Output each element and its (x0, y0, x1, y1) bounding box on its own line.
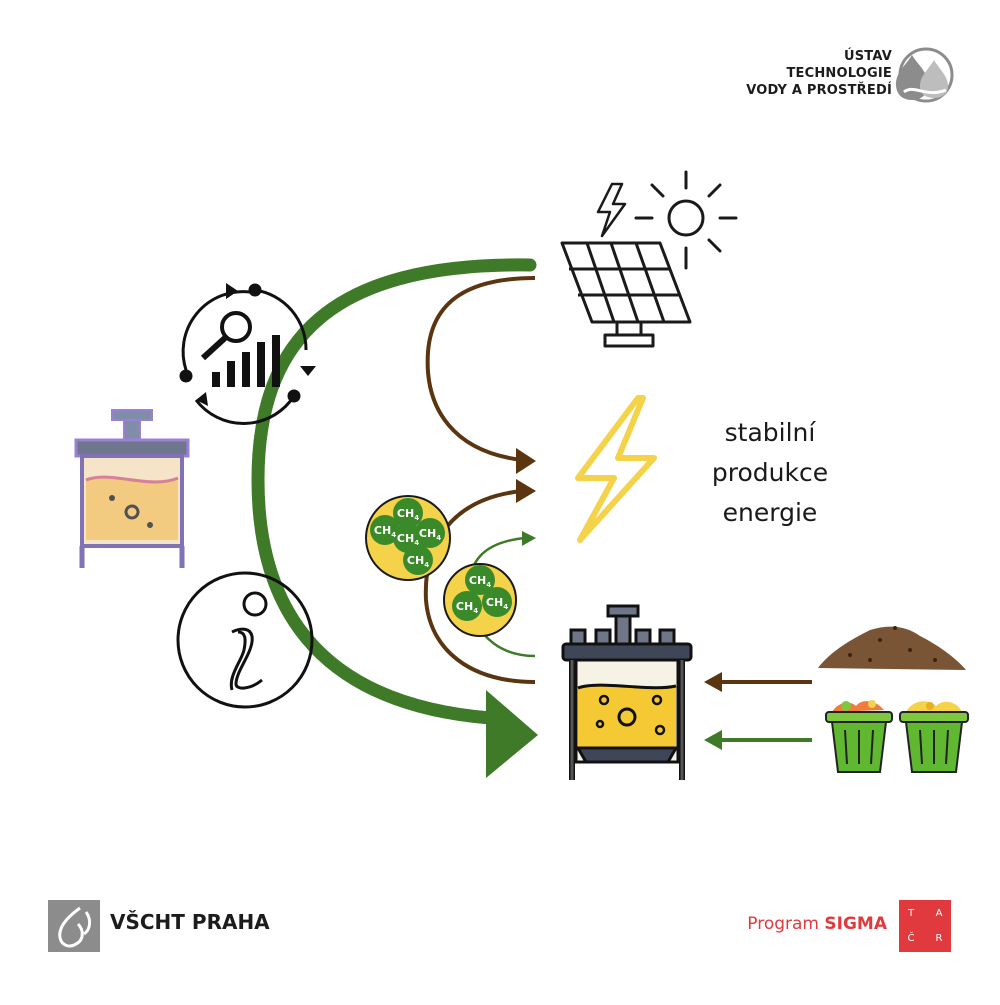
yellow-waste-bin-icon (899, 701, 969, 773)
bioreactor-faded-icon (74, 409, 190, 568)
green-waste-bin-icon (825, 700, 893, 773)
vscht-logo-icon (48, 900, 100, 952)
soil-pile-icon (818, 626, 966, 670)
program-name: SIGMA (824, 914, 887, 934)
institute-line-1: ÚSTAV (843, 49, 892, 64)
methane-label: CH4 (407, 554, 429, 569)
program-prefix: Program (747, 914, 819, 934)
tacr-logo: T A Č R (899, 900, 951, 952)
energy-caption: stabilní produkce energie (690, 413, 850, 533)
bioreactor-icon (561, 604, 693, 780)
institute-line-2: TECHNOLOGIE (786, 66, 892, 81)
info-icon (176, 571, 314, 709)
tacr-letter-t: T (907, 908, 915, 919)
methane-label: CH4 (469, 574, 491, 589)
tacr-letter-c: Č (907, 933, 915, 944)
institute-name: ÚSTAV TECHNOLOGIE VODY A PROSTŘEDÍ (746, 48, 892, 99)
green-flow-arc (251, 258, 538, 778)
solar-panel-icon (560, 241, 692, 348)
water-drops-logo-icon (896, 47, 954, 103)
bolt-small-icon (596, 182, 627, 238)
university-name: VŠCHT PRAHA (110, 910, 270, 934)
methane-label: CH4 (374, 524, 396, 539)
methane-label: CH4 (419, 527, 441, 542)
tacr-letter-r: R (935, 933, 943, 944)
monitoring-cycle-icon (179, 283, 316, 425)
program-label: Program SIGMA (747, 914, 887, 934)
caption-line-1: stabilní (724, 418, 816, 447)
caption-line-2: produkce (711, 458, 829, 487)
institute-line-3: VODY A PROSTŘEDÍ (746, 83, 892, 98)
caption-line-3: energie (722, 498, 818, 527)
methane-label: CH4 (456, 600, 478, 615)
methane-label: CH4 (397, 507, 419, 522)
sun-icon (634, 170, 738, 270)
lightning-icon (575, 395, 657, 543)
tacr-letter-a: A (935, 908, 943, 919)
methane-label: CH4 (397, 532, 419, 547)
methane-label: CH4 (486, 596, 508, 611)
input-arrows (704, 672, 812, 750)
